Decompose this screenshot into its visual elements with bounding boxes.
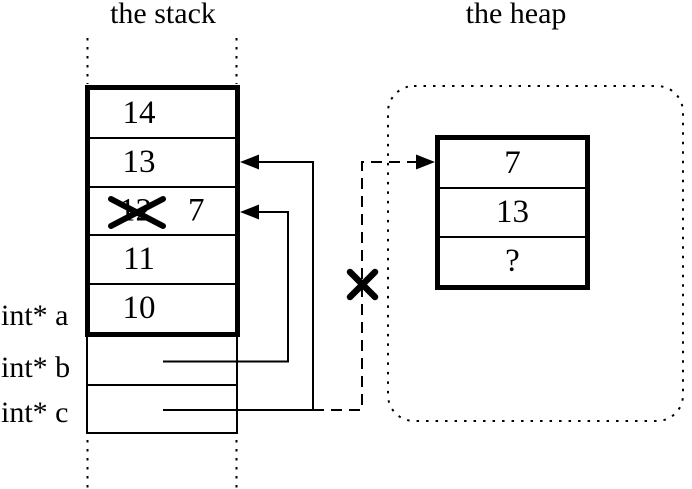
pointer-b-cell <box>88 337 236 386</box>
stack-cell-10: 10 <box>90 283 235 332</box>
heap-block-box: 7 13 ? <box>435 135 590 290</box>
label-int-ptr-b: int* b <box>1 351 71 384</box>
stack-cell-13: 13 <box>90 136 235 186</box>
heap-title: the heap <box>465 0 567 30</box>
broken-pointer-x-icon <box>346 268 379 301</box>
label-int-ptr-a: int* a <box>1 299 69 332</box>
dashed-heap-pointer-line <box>313 161 426 411</box>
stack-cell-value: 10 <box>122 290 156 327</box>
stack-cell-old-value: 12 <box>119 192 152 229</box>
pointer-variable-cells <box>86 337 238 434</box>
pointer-c-arrowhead-icon <box>240 154 259 170</box>
heap-cell-unknown: ? <box>440 236 585 285</box>
stack-cell-value: 13 <box>122 143 156 180</box>
stack-cell-11: 11 <box>90 234 235 283</box>
heap-cell-value: ? <box>505 243 520 279</box>
stack-frame-box: 14 13 12 7 11 10 <box>85 85 240 337</box>
dashed-heap-pointer-arrowhead-icon <box>416 154 435 170</box>
pointer-c-cell <box>88 386 236 432</box>
heap-cell-7: 7 <box>440 140 585 187</box>
heap-cell-value: 7 <box>504 145 521 181</box>
label-int-ptr-c: int* c <box>1 396 69 429</box>
stack-title: the stack <box>110 0 216 30</box>
stack-cell-new-value: 7 <box>188 192 205 229</box>
pointer-b-arrowhead-icon <box>240 204 259 220</box>
stack-cell-value: 14 <box>122 94 156 131</box>
stack-cell-value: 11 <box>123 241 155 278</box>
heap-cell-value: 13 <box>496 194 529 230</box>
stack-cell-crossed-12-now-7: 12 7 <box>90 185 235 235</box>
heap-cell-13: 13 <box>440 187 585 236</box>
stack-cell-14: 14 <box>90 90 235 137</box>
